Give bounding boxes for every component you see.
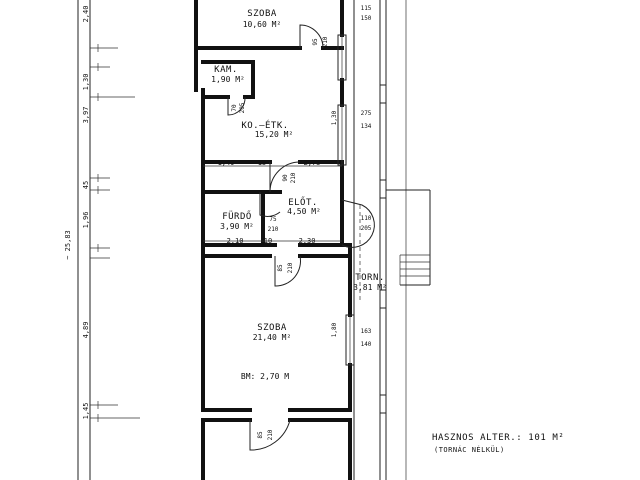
opening-entry-door: 110: [361, 215, 372, 222]
opening-hall-door-h: 210: [290, 172, 297, 183]
left-dimension-chain: ~ 25,83 2,40 1,30 3,97 45 1,96 4,89 1,45: [64, 0, 140, 480]
opening-bath-door: 75: [269, 216, 277, 223]
usable-area-note: HASZNOS ALTER.: 101 M² (TORNÁC NÉLKÜL): [432, 433, 564, 454]
opening-bath-door-h: 210: [268, 226, 279, 233]
opening-room-win-h: 140: [361, 341, 372, 348]
dim-kitchen-left: 1,49: [218, 159, 235, 167]
dim-kitchen-right: 2,75: [304, 159, 321, 167]
porch-structure: [359, 0, 431, 480]
room-szoba-top-name: SZOBA: [247, 9, 277, 19]
dim-seg-2: 1,30: [82, 74, 90, 91]
room-hall-area: 4,50 M²: [287, 207, 321, 216]
dim-seg-3: 3,97: [82, 107, 90, 124]
door-swings: [227, 24, 375, 451]
opening-entry-door-h: 205: [361, 225, 372, 232]
dim-bath-left: 2,10: [227, 237, 244, 245]
dim-bath-right: 2,30: [299, 237, 316, 245]
interior-dimensions: 1,49 15 2,75 2,10 10 2,30: [203, 159, 342, 245]
room-kitchen-name: KO.–ÉTK.: [241, 119, 288, 131]
opening-room-door-h: 210: [287, 262, 294, 273]
dim-seg-7: 1,45: [82, 403, 90, 420]
room-porch-name: TORN.: [355, 273, 385, 283]
dim-bath-gap: 10: [264, 237, 272, 245]
room-kam-name: KAM.: [214, 65, 238, 75]
opening-kitchen-win-w: 275: [361, 110, 372, 117]
room-height-label: BM: 2,70 M: [241, 372, 289, 381]
dim-seg-5: 1,96: [82, 212, 90, 229]
opening-bottom-door-h: 210: [267, 429, 274, 440]
room-szoba-main-name: SZOBA: [257, 323, 287, 333]
windows: [337, 34, 355, 366]
dim-seg-6: 4,89: [82, 322, 90, 339]
opening-hall-door: 90: [282, 174, 289, 182]
dim-kitchen-gap: 15: [258, 159, 266, 167]
room-hall-name: ELŐT.: [288, 197, 318, 208]
opening-kam-door-h: 205: [239, 102, 246, 113]
opening-kitchen-win-h: 134: [361, 123, 372, 130]
room-porch-area: 3,81 M²: [353, 283, 387, 292]
room-labels: SZOBA 10,60 M² KAM. 1,90 M² KO.–ÉTK. 15,…: [211, 9, 387, 381]
opening-room-door: 85: [277, 264, 284, 272]
dim-seg-4: 45: [82, 181, 90, 189]
room-kam-area: 1,90 M²: [211, 75, 245, 84]
opening-kam-door: 70: [231, 104, 238, 112]
opening-door-top: 95: [312, 38, 319, 46]
opening-top-right: 115: [361, 5, 372, 12]
opening-kitchen-win: 1,30: [331, 110, 338, 125]
dim-total: ~ 25,83: [64, 230, 72, 260]
room-kitchen-area: 15,20 M²: [255, 130, 294, 139]
opening-room-win-w: 163: [361, 328, 372, 335]
room-szoba-main-area: 21,40 M²: [253, 333, 292, 342]
opening-dimensions: 115 150 95 210 70 205 1,30 275 134 90 21…: [231, 5, 372, 440]
opening-bottom-door: 85: [257, 431, 264, 439]
dim-seg-1: 2,40: [82, 6, 90, 23]
opening-door-top-h: 210: [322, 36, 329, 47]
opening-top-right-b: 150: [361, 15, 372, 22]
outer-walls: [194, 0, 355, 480]
opening-room-win: 1,80: [331, 322, 338, 337]
note-line-1: HASZNOS ALTER.: 101 M²: [432, 433, 564, 443]
interior-walls: [194, 46, 352, 258]
room-szoba-top-area: 10,60 M²: [243, 20, 282, 29]
room-bath-area: 3,90 M²: [220, 222, 254, 231]
room-bath-name: FÜRDŐ: [222, 211, 252, 222]
note-line-2: (TORNÁC NÉLKÜL): [434, 445, 505, 454]
